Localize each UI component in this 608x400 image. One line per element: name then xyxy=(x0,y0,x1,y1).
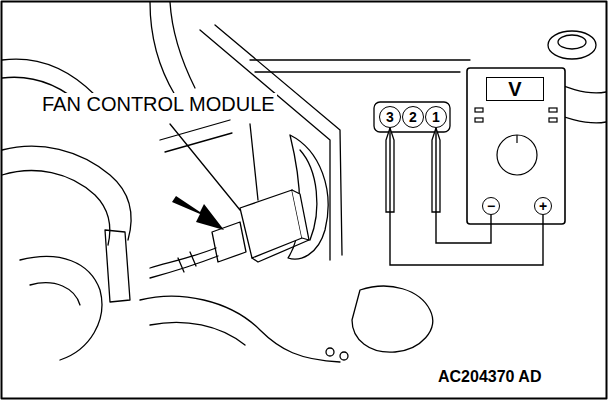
radiator-cap xyxy=(558,35,586,49)
connector-housing xyxy=(374,102,450,132)
fan-control-module xyxy=(240,190,302,258)
hose xyxy=(150,2,195,95)
bolt xyxy=(326,348,334,356)
meter-marking xyxy=(549,108,557,112)
meter-terminal-text: + xyxy=(539,199,547,213)
meter-marking xyxy=(549,118,557,122)
bolt xyxy=(340,352,348,360)
dial-pointer xyxy=(516,135,517,143)
leader-line xyxy=(170,124,258,210)
meter-display: V xyxy=(486,77,544,101)
pipe xyxy=(105,230,130,302)
wiring-harness xyxy=(150,248,218,278)
pin-number-text: 3 xyxy=(386,110,394,124)
test-lead-wire xyxy=(436,128,491,243)
hose xyxy=(20,257,102,360)
meter-terminal-text: − xyxy=(487,199,495,213)
fan-control-module xyxy=(292,190,309,240)
meter-marking xyxy=(475,108,483,112)
radiator-cap xyxy=(548,31,596,59)
harness-clip xyxy=(178,252,196,272)
pin-number: 2 xyxy=(402,106,424,128)
test-lead-wire xyxy=(390,128,543,265)
pin-number: 3 xyxy=(379,106,401,128)
pin-number-text: 1 xyxy=(432,110,440,124)
multimeter-body xyxy=(467,68,565,224)
component-label: FAN CONTROL MODULE xyxy=(40,93,277,115)
bracket xyxy=(352,286,433,352)
pin-number-text: 2 xyxy=(409,110,417,124)
meter-terminal: − xyxy=(482,197,500,215)
meter-marking xyxy=(475,118,483,122)
meter-dial xyxy=(497,135,537,175)
figure-code: AC204370 AD xyxy=(436,368,543,386)
meter-display-text: V xyxy=(508,79,521,99)
pointer-arrow xyxy=(172,196,224,230)
meter-terminal: + xyxy=(534,197,552,215)
pin-number: 1 xyxy=(425,106,447,128)
hose xyxy=(140,296,340,362)
fan-control-module xyxy=(252,240,309,262)
frame-bar xyxy=(250,60,470,72)
